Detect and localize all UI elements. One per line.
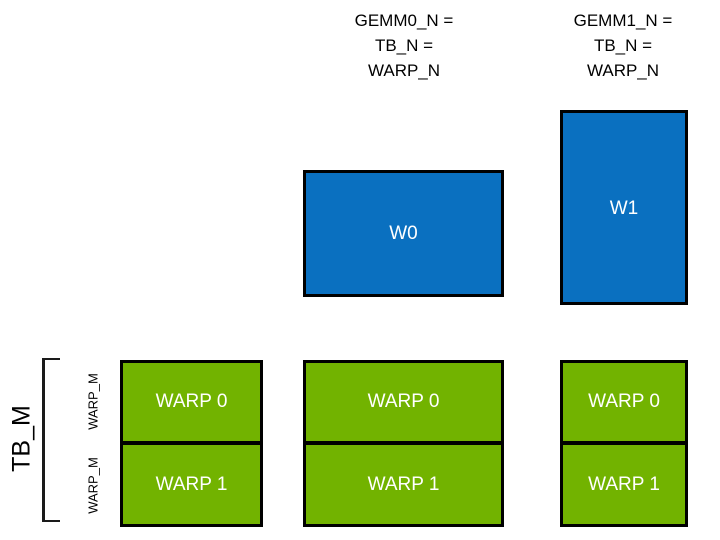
- green-cell-label: WARP 0: [367, 391, 440, 412]
- blue-box-w1-label: W1: [609, 198, 639, 219]
- green-cell-warp-0: WARP 0: [120, 360, 263, 444]
- green-cell-warp-1: WARP 1: [560, 443, 688, 527]
- column-header-gemm1: GEMM1_N = TB_N = WARP_N: [573, 11, 673, 80]
- green-cell-label: WARP 0: [588, 391, 660, 412]
- green-cell-warp-1: WARP 1: [120, 443, 263, 527]
- axis-label-warp-m-1: WARP_M: [85, 457, 101, 514]
- tb-m-bracket: [42, 358, 60, 522]
- green-cell-warp-0: WARP 0: [303, 360, 504, 444]
- axis-label-warp-m-0: WARP_M: [85, 373, 101, 430]
- green-column-0: WARP 0 WARP 1: [120, 360, 263, 528]
- green-cell-warp-0: WARP 0: [560, 360, 688, 444]
- green-column-1: WARP 0 WARP 1: [303, 360, 504, 528]
- blue-box-w1: W1: [560, 110, 688, 305]
- green-cell-label: WARP 0: [155, 391, 228, 412]
- green-column-2: WARP 0 WARP 1: [560, 360, 688, 528]
- green-cell-label: WARP 1: [367, 473, 440, 495]
- green-cell-label: WARP 1: [588, 473, 660, 495]
- green-cell-warp-1: WARP 1: [303, 443, 504, 527]
- axis-label-tb-m: TB_M: [7, 405, 36, 472]
- blue-box-w0-label: W0: [389, 222, 418, 244]
- blue-box-w0: W0: [303, 170, 504, 297]
- column-header-gemm0: GEMM0_N = TB_N = WARP_N: [354, 11, 454, 80]
- green-cell-label: WARP 1: [155, 473, 228, 495]
